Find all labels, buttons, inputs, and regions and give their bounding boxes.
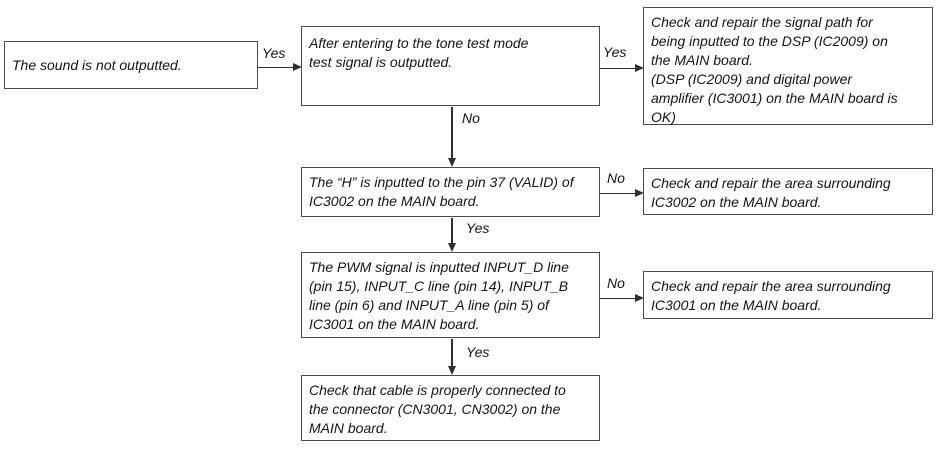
- node-text: Check and repair the area surrounding IC…: [651, 278, 891, 313]
- node-text: Check and repair the area surrounding IC…: [651, 175, 891, 210]
- arrow-down-head-icon: [447, 243, 456, 252]
- arrow-down-head-icon: [447, 366, 456, 375]
- node-text: The sound is not outputted.: [12, 56, 182, 73]
- arrow-start-to-step1-line: [257, 66, 294, 68]
- node-action-repair-ic3002-area: Check and repair the area surrounding IC…: [643, 168, 933, 215]
- node-step-valid-pin37: The “H” is inputted to the pin 37 (VALID…: [301, 167, 600, 217]
- edge-label-no: No: [607, 275, 625, 291]
- node-step-pwm-inputs: The PWM signal is inputted INPUT_D line …: [301, 252, 600, 338]
- edge-label-yes: Yes: [603, 44, 627, 60]
- node-text: The “H” is inputted to the pin 37 (VALID…: [309, 174, 574, 209]
- arrow-step3-to-result3-line: [600, 297, 636, 299]
- node-symptom-no-sound: The sound is not outputted.: [4, 41, 258, 89]
- arrow-right-head-icon: [293, 62, 302, 71]
- arrow-step2-to-step3-line: [451, 218, 453, 244]
- node-action-repair-dsp-signal-path: Check and repair the signal path for bei…: [643, 7, 933, 125]
- arrow-step1-to-result1-line: [600, 67, 636, 69]
- arrow-down-head-icon: [447, 158, 456, 167]
- node-text: Check that cable is properly connected t…: [309, 382, 566, 436]
- node-action-check-cable-connectors: Check that cable is properly connected t…: [301, 375, 600, 441]
- edge-label-yes: Yes: [262, 45, 286, 61]
- node-text: After entering to the tone test mode tes…: [309, 35, 529, 70]
- edge-label-yes: Yes: [466, 220, 490, 236]
- arrow-right-head-icon: [635, 63, 644, 72]
- node-text: Check and repair the signal path for bei…: [651, 14, 898, 125]
- arrow-right-head-icon: [635, 293, 644, 302]
- edge-label-no: No: [462, 110, 480, 126]
- arrow-right-head-icon: [635, 188, 644, 197]
- arrow-step3-to-end-line: [451, 339, 453, 367]
- arrow-step2-to-result2-line: [600, 192, 636, 194]
- node-text: The PWM signal is inputted INPUT_D line …: [309, 259, 569, 332]
- arrow-step1-to-step2-line: [451, 107, 453, 159]
- edge-label-no: No: [607, 170, 625, 186]
- node-step-tone-test-mode: After entering to the tone test mode tes…: [301, 26, 600, 106]
- edge-label-yes: Yes: [466, 344, 490, 360]
- node-action-repair-ic3001-area: Check and repair the area surrounding IC…: [643, 271, 933, 319]
